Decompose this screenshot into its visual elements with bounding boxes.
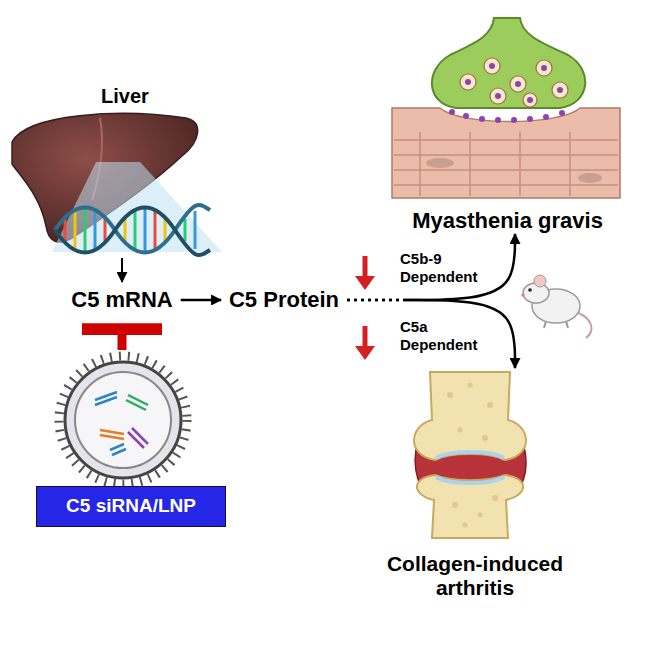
connector-line (121, 258, 123, 282)
edge-label: C5b-9 Dependent (398, 250, 492, 286)
connector-line (347, 299, 405, 302)
decrease-arrow (355, 256, 375, 360)
connector-line (118, 329, 127, 350)
node-text: C5 mRNA (71, 287, 172, 313)
connector (122, 258, 123, 282)
disease-node: Collagen-induced arthritis (360, 368, 590, 604)
connector (347, 234, 515, 300)
edge-label: C5a Dependent (398, 318, 492, 354)
molecule-node: C5 mRNA (67, 285, 176, 315)
connector (347, 300, 515, 368)
therapy-box: C5 siRNA/LNP (36, 350, 226, 527)
lnp-illustration (59, 356, 187, 484)
node-text: Collagen-induced arthritis (360, 552, 590, 604)
liver-illustration (12, 113, 222, 252)
node-text: C5 Protein (229, 287, 339, 313)
connector-line (347, 299, 405, 302)
mouse-illustration (521, 275, 591, 338)
dna-illustration (55, 205, 210, 255)
organ-label-node: Liver (10, 84, 240, 258)
node-text: Myasthenia gravis (412, 208, 603, 234)
molecule-node: C5 Protein (225, 285, 343, 315)
joint-illustration (414, 372, 526, 538)
node-text: C5 siRNA/LNP (36, 486, 226, 527)
neuromuscular-junction-illustration (392, 18, 620, 198)
connector (122, 329, 123, 350)
connector-line (181, 299, 221, 302)
disease-node: Myasthenia gravis (385, 12, 630, 234)
connector (181, 299, 221, 300)
node-text: Liver (101, 84, 149, 108)
